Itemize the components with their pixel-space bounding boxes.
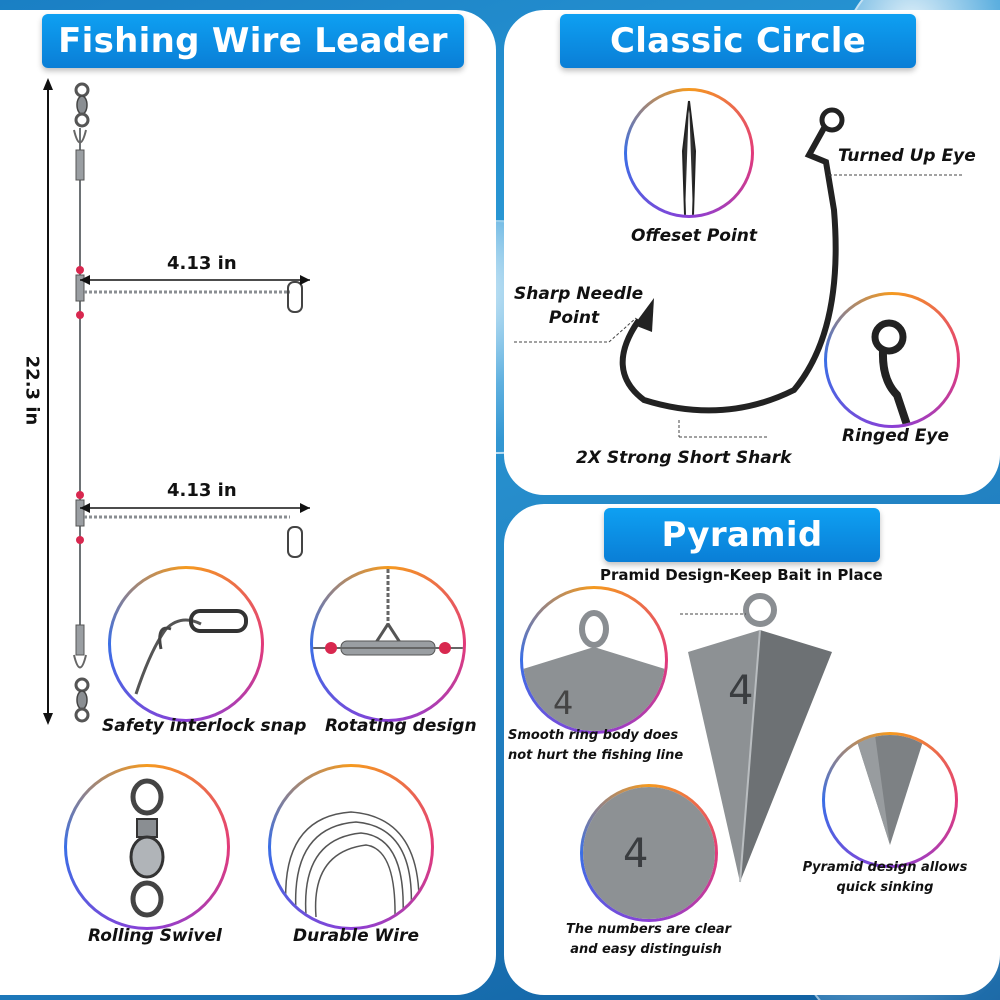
feature-label-snap: Safety interlock snap xyxy=(102,716,307,736)
sinker-ring-label-line1: Smooth ring body does xyxy=(508,728,679,743)
sinker-ring-circle: 4 xyxy=(520,586,668,734)
offset-point-label: Offeset Point xyxy=(631,226,758,246)
sinker-subtitle: Pramid Design-Keep Bait in Place xyxy=(600,566,883,584)
sinker-number-closeup-number: 4 xyxy=(623,831,648,877)
circle-hooks-title: Classic Circle Hooks xyxy=(560,14,916,115)
ringed-eye-icon xyxy=(871,319,911,425)
sinker-number-closeup-icon: 4 xyxy=(583,787,715,919)
sinker-ring-closeup-icon: 4 xyxy=(523,610,665,731)
wire-coil-icon xyxy=(284,811,420,918)
sinker-design-label-line2: quick sinking xyxy=(836,880,934,895)
needle-point-label-line1: Sharp Needle xyxy=(514,284,644,304)
needle-point-label-line2: Point xyxy=(548,308,600,328)
feature-label-rotating: Rotating design xyxy=(325,716,477,736)
ringed-eye-label: Ringed Eye xyxy=(842,426,950,446)
needle-point-label: Sharp Needle Point xyxy=(514,284,644,328)
turned-up-eye-label: Turned Up Eye xyxy=(838,146,976,166)
sinker-number-label: The numbers are clear and easy distingui… xyxy=(566,922,732,957)
sinker-weight-number: 4 xyxy=(728,668,753,714)
branch-length-label-bottom: 4.13 in xyxy=(167,480,237,501)
branch-length-label-top: 4.13 in xyxy=(167,253,237,274)
sinker-number-label-line2: and easy distinguish xyxy=(570,942,722,957)
feature-circle-snap xyxy=(108,566,264,722)
rotating-sleeve-icon xyxy=(313,569,463,656)
swivel-icon xyxy=(129,778,165,918)
pyramid-sinker-illustration: 4 xyxy=(680,593,832,883)
sinker-number-label-line1: The numbers are clear xyxy=(566,922,732,937)
sinker-ring-closeup-number: 4 xyxy=(553,684,573,722)
offset-point-circle xyxy=(624,88,754,218)
sinker-design-circle xyxy=(822,732,958,868)
pyramid-sinker-title: Pyramid Sinker xyxy=(604,508,880,609)
feature-label-swivel: Rolling Swivel xyxy=(88,926,222,946)
sinker-ring-label-line2: not hurt the fishing line xyxy=(508,748,684,763)
feature-circle-rotating xyxy=(310,566,466,722)
sinker-tip-closeup-icon xyxy=(855,735,925,845)
feature-circle-swivel xyxy=(64,764,230,930)
leader-rigs-title: Fishing Wire Leader Rigs xyxy=(42,14,464,115)
circle-hook-illustration xyxy=(514,107,964,438)
sinker-number-circle: 4 xyxy=(580,784,718,922)
hook-point-icon xyxy=(681,100,697,215)
sinker-design-label: Pyramid design allows quick sinking xyxy=(800,860,970,895)
total-length-label: 22.3 in xyxy=(21,355,43,426)
sinker-design-label-line1: Pyramid design allows xyxy=(802,860,968,875)
snap-icon xyxy=(134,609,248,695)
feature-label-wire: Durable Wire xyxy=(293,926,420,946)
wire-leader-rig-illustration xyxy=(43,78,310,725)
shank-label: 2X Strong Short Shark xyxy=(576,448,792,468)
ringed-eye-circle xyxy=(824,292,960,428)
feature-circle-wire xyxy=(268,764,434,930)
sinker-ring-label: Smooth ring body does not hurt the fishi… xyxy=(508,728,684,763)
